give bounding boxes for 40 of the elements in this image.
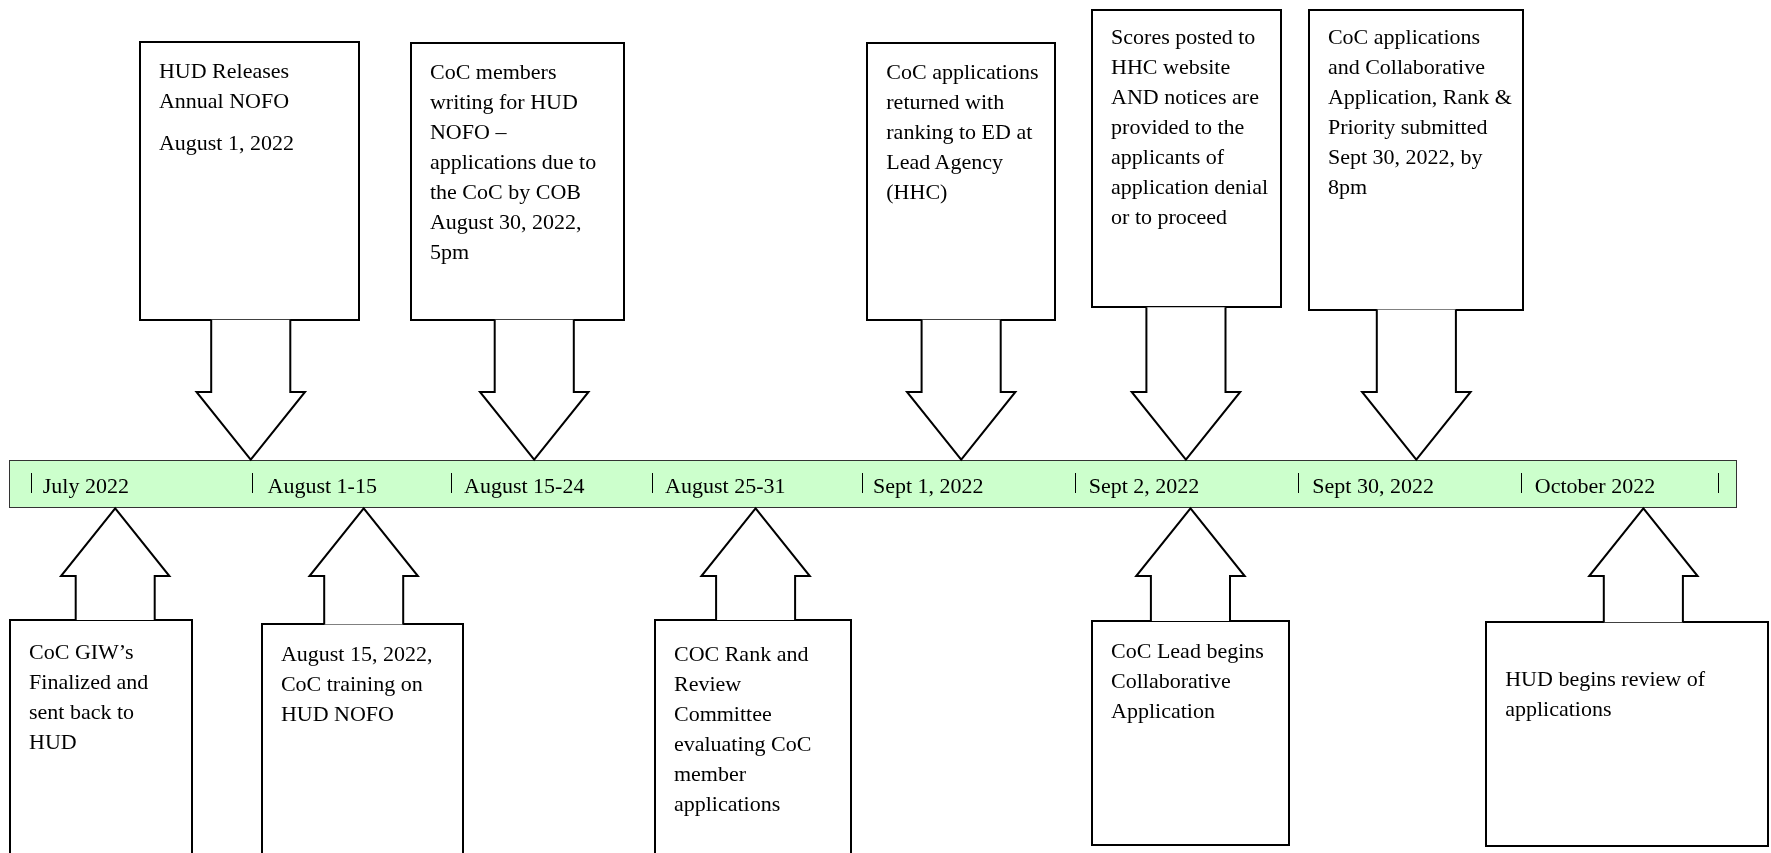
block-arrow [699, 506, 812, 621]
block-arrow [194, 318, 308, 462]
block-arrow [1360, 308, 1473, 462]
callout-text: HUD begins review of applications [1505, 664, 1707, 723]
timeline-period-label: Sept 30, 2022 [1312, 472, 1434, 499]
block-arrow [58, 506, 172, 621]
callout-box [1307, 9, 1524, 311]
callout-text: CoC members writing for HUD NOFO – applications due to the CoC by COB August 30, 2022, 5pm [430, 58, 598, 267]
block-arrow [1134, 506, 1247, 623]
callout-box [653, 618, 852, 853]
timeline-period-label: Sept 1, 2022 [872, 472, 984, 499]
callout-text: Scores posted to HHC website AND notices are provided to the applicants of application denial or to proceed [1111, 23, 1270, 232]
timeline-period-label: August 25-31 [665, 472, 786, 499]
timeline-period-label: July 2022 [42, 472, 129, 499]
block-arrow [477, 318, 591, 462]
block-arrow [904, 318, 1018, 462]
callout-box [1091, 9, 1282, 309]
callout-text: COC Rank and Review Committee evaluating CoC member applications [673, 640, 813, 818]
timeline-period-label: August 1-15 [267, 472, 377, 499]
callout-box [410, 41, 625, 321]
timeline-bar [9, 459, 1738, 509]
timeline-period-label: August 15-24 [464, 472, 585, 499]
block-arrow [1129, 306, 1243, 462]
callout-box [1091, 620, 1290, 846]
callout-text: CoC applications returned with ranking to ED at Lead Agency (HHC) [886, 58, 1040, 207]
callout-text: CoC applications and Collaborative Application, Rank & Priority submitted Sept 30, 2022, by 8pm [1327, 23, 1513, 202]
block-arrow [1587, 506, 1700, 624]
callout-text: CoC Lead begins Collaborative Application [1111, 636, 1265, 725]
callout-box [1485, 621, 1769, 848]
callout-text: August 1, 2022 [158, 129, 295, 158]
callout-box [260, 623, 465, 853]
block-arrow [307, 506, 420, 626]
callout-box [9, 618, 194, 853]
callout-text: HUD Releases Annual NOFO [158, 57, 291, 116]
callout-text: August 15, 2022, CoC training on HUD NOFO [280, 640, 434, 728]
callout-text: CoC GIW’s Finalized and sent back to HUD [29, 637, 150, 756]
timeline-period-label: Sept 2, 2022 [1088, 472, 1200, 499]
callout-box [866, 41, 1057, 321]
callout-box [138, 40, 361, 321]
timeline-period-label: October 2022 [1534, 472, 1656, 499]
